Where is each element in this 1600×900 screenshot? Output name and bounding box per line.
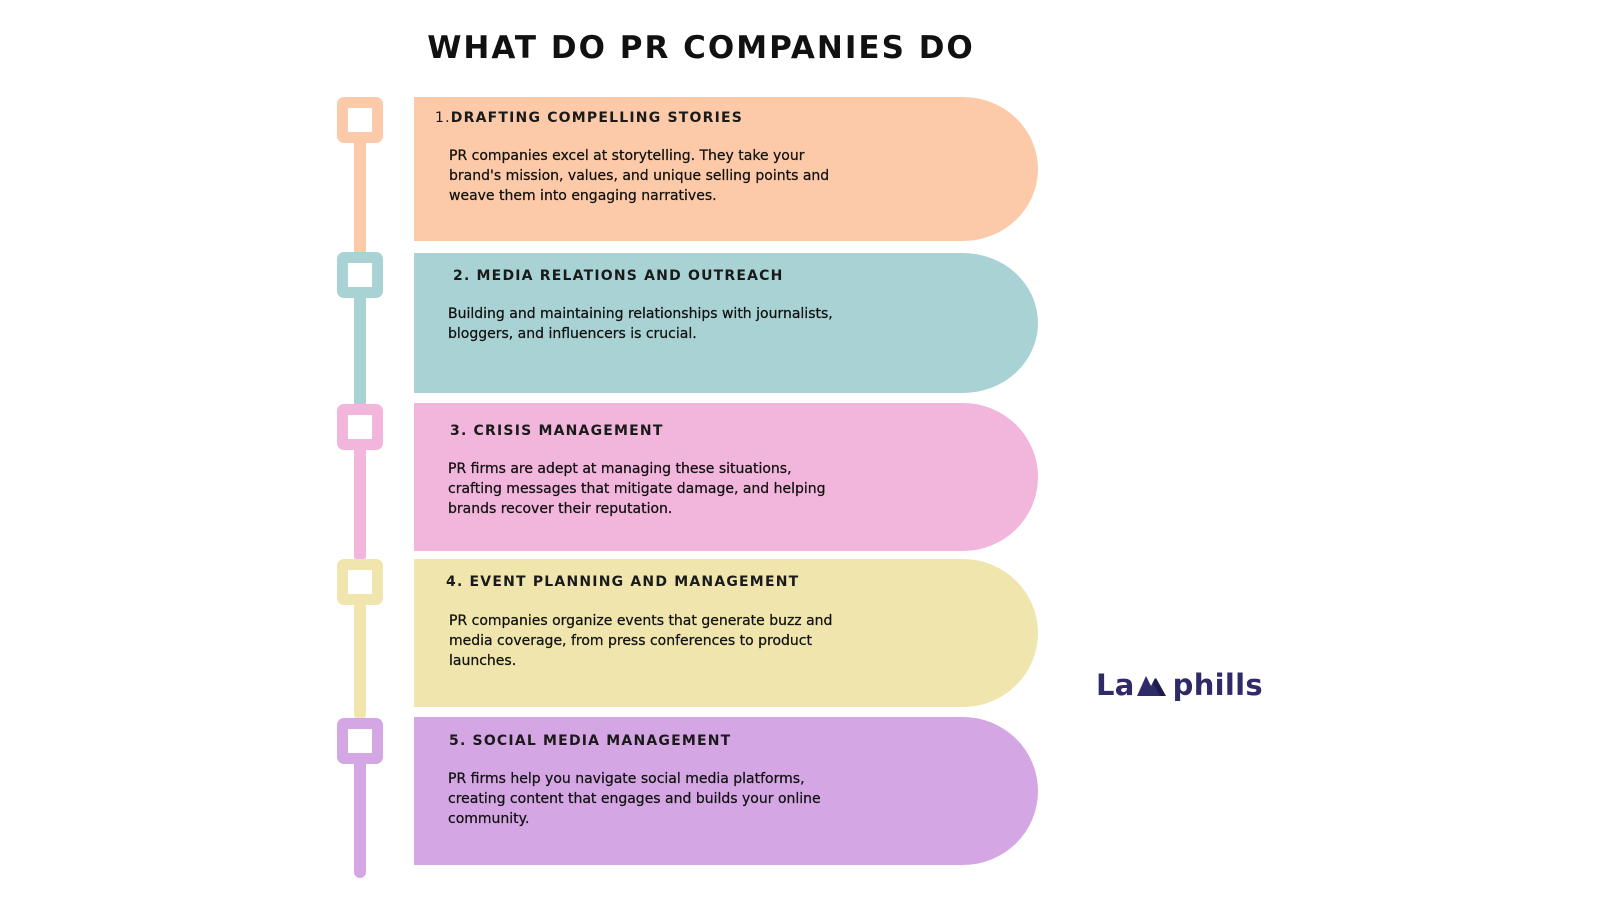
step-number-2: 2. <box>453 268 471 284</box>
step-card-3: 3. CRISIS MANAGEMENT PR firms are adept … <box>414 403 1038 551</box>
step-title-text-5: SOCIAL MEDIA MANAGEMENT <box>472 733 732 749</box>
checkbox-square-icon <box>348 108 372 132</box>
step-number-3: 3. <box>450 423 468 439</box>
step-title-text-2: MEDIA RELATIONS AND OUTREACH <box>476 268 784 284</box>
step-checkbox-5 <box>337 718 383 764</box>
step-title-text-3: CRISIS MANAGEMENT <box>473 423 664 439</box>
checkbox-square-icon <box>348 263 372 287</box>
step-title-text-4: EVENT PLANNING AND MANAGEMENT <box>469 574 800 590</box>
page-title: WHAT DO PR COMPANIES DO <box>427 30 975 66</box>
lamphills-logo: La phills <box>1096 668 1276 706</box>
step-card-4: 4. EVENT PLANNING AND MANAGEMENT PR comp… <box>414 559 1038 707</box>
checkbox-square-icon <box>348 729 372 753</box>
step-title-text-1: DRAFTING COMPELLING STORIES <box>450 110 744 126</box>
checkbox-square-icon <box>348 570 372 594</box>
logo-text-prefix: La <box>1096 668 1135 702</box>
step-card-5: 5. SOCIAL MEDIA MANAGEMENT PR firms help… <box>414 717 1038 865</box>
step-card-2: 2. MEDIA RELATIONS AND OUTREACH Building… <box>414 253 1038 393</box>
step-description-1: PR companies excel at storytelling. They… <box>449 148 830 204</box>
step-checkbox-1 <box>337 97 383 143</box>
step-card-1: 1.DRAFTING COMPELLING STORIES PR compani… <box>414 97 1038 241</box>
step-number-4: 4. <box>446 574 464 590</box>
checkbox-square-icon <box>348 415 372 439</box>
step-checkbox-2 <box>337 252 383 298</box>
timeline-connector-1 <box>354 126 366 258</box>
timeline-connector-3 <box>354 432 366 562</box>
step-title-4: 4. EVENT PLANNING AND MANAGEMENT <box>446 574 799 590</box>
timeline-connector-5 <box>354 742 366 878</box>
step-title-1: 1.DRAFTING COMPELLING STORIES <box>435 110 743 126</box>
step-title-2: 2. MEDIA RELATIONS AND OUTREACH <box>453 268 784 284</box>
step-number-5: 5. <box>449 733 467 749</box>
step-checkbox-3 <box>337 404 383 450</box>
mountain-peaks-icon <box>1136 676 1166 696</box>
step-description-3: PR firms are adept at managing these sit… <box>448 461 826 517</box>
timeline-connector-2 <box>354 280 366 408</box>
step-description-5: PR firms help you navigate social media … <box>448 771 821 827</box>
step-checkbox-4 <box>337 559 383 605</box>
step-title-3: 3. CRISIS MANAGEMENT <box>450 423 664 439</box>
step-description-2: Building and maintaining relationships w… <box>448 306 833 342</box>
timeline-connector-4 <box>354 584 366 720</box>
step-number-1: 1. <box>435 110 451 126</box>
step-title-5: 5. SOCIAL MEDIA MANAGEMENT <box>449 733 731 749</box>
logo-text-suffix: phills <box>1172 668 1263 702</box>
step-description-4: PR companies organize events that genera… <box>449 613 833 669</box>
